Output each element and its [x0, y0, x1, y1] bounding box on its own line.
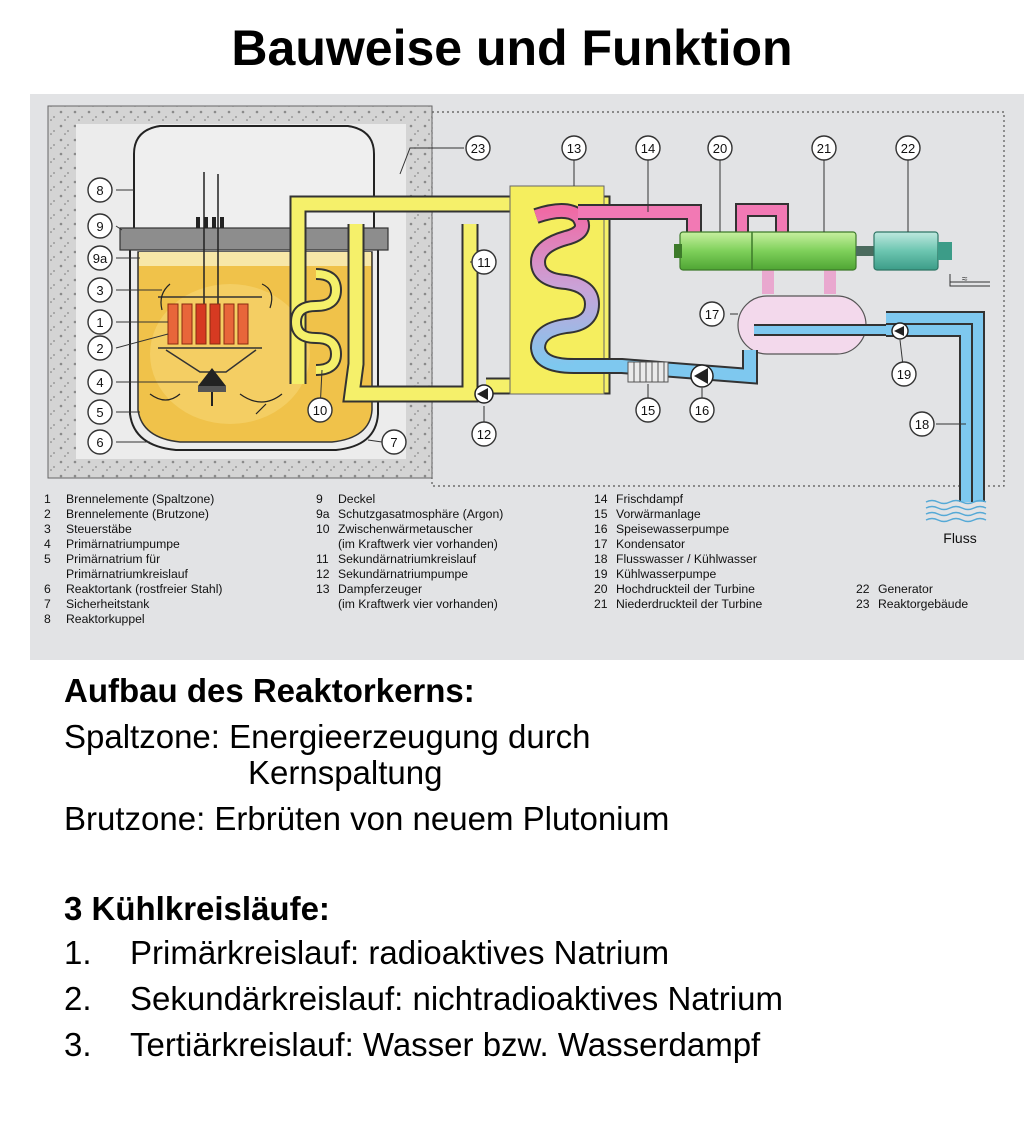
core-heading: Aufbau des Reaktorkerns: [64, 672, 475, 709]
list-text: Primärkreislauf: radioaktives Natrium [130, 934, 670, 971]
callout-label: 16 [695, 403, 709, 418]
callout-label: 4 [96, 375, 103, 390]
callout-label: 18 [915, 417, 929, 432]
callout-label: 10 [313, 403, 327, 418]
reactor-lid [119, 227, 389, 251]
callout-label: 5 [96, 405, 103, 420]
reactor-schematic: ≈ [47, 105, 1005, 546]
callout-label: 2 [96, 341, 103, 356]
river [925, 499, 987, 523]
cooling-item-2: 2. Sekundärkreislauf: nichtradioaktives … [64, 980, 783, 1018]
reactor-dome [133, 125, 375, 234]
callout-label: 9a [93, 251, 108, 266]
safety-tank [129, 244, 379, 451]
callout-label: 8 [96, 183, 103, 198]
reactor-diagram: ≈ [30, 94, 1024, 660]
callout-label: 15 [641, 403, 655, 418]
cooling-item-1: 1. Primärkreislauf: radioaktives Natrium [64, 934, 669, 972]
legend-item: Primärnatriumkreislauf [66, 567, 188, 581]
page-title: Bauweise und Funktion [231, 20, 793, 76]
river-label: Fluss [943, 530, 976, 546]
callout-markers: 8 9 9a 3 1 2 4 5 6 7 10 11 12 13 14 15 1… [87, 135, 935, 455]
svg-text:≈: ≈ [962, 274, 968, 285]
cooling-heading: 3 Kühlkreisläufe: [64, 890, 330, 927]
core-line-spaltzone-cont: Kernspaltung [248, 754, 443, 791]
callout-label: 12 [477, 427, 491, 442]
callout-label: 11 [477, 255, 491, 270]
callout-label: 21 [817, 141, 831, 156]
feedwater-loop [574, 350, 758, 385]
list-text: Sekundärkreislauf: nichtradioaktives Nat… [130, 980, 783, 1017]
core-line-brutzone: Brutzone: Erbrüten von neuem Plutonium [64, 800, 670, 837]
core-line-spaltzone: Spaltzone: Energieerzeugung durch [64, 718, 591, 755]
turbine [679, 231, 857, 271]
callout-label: 20 [713, 141, 727, 156]
callout-label: 1 [96, 315, 103, 330]
generator [873, 231, 939, 271]
callout-label: 17 [705, 307, 719, 322]
callout-label: 3 [96, 283, 103, 298]
callout-label: 19 [897, 367, 911, 382]
callout-label: 22 [901, 141, 915, 156]
list-number: 2. [64, 980, 92, 1017]
callout-label: 14 [641, 141, 655, 156]
legend-item: (im Kraftwerk vier vorhanden) [338, 597, 498, 611]
callout-label: 9 [96, 219, 103, 234]
legend-item: (im Kraftwerk vier vorhanden) [338, 537, 498, 551]
fuel-elements [167, 303, 249, 345]
callout-label: 23 [471, 141, 485, 156]
primary-pump [198, 368, 226, 386]
intermediate-heat-exchanger [289, 268, 343, 376]
list-number: 1. [64, 934, 92, 971]
callout-label: 6 [96, 435, 103, 450]
list-text: Tertiärkreislauf: Wasser bzw. Wasserdamp… [130, 1026, 761, 1063]
cooling-item-3: 3. Tertiärkreislauf: Wasser bzw. Wasserd… [64, 1026, 760, 1064]
callout-label: 7 [390, 435, 397, 450]
callout-label: 13 [567, 141, 581, 156]
list-number: 3. [64, 1026, 92, 1063]
